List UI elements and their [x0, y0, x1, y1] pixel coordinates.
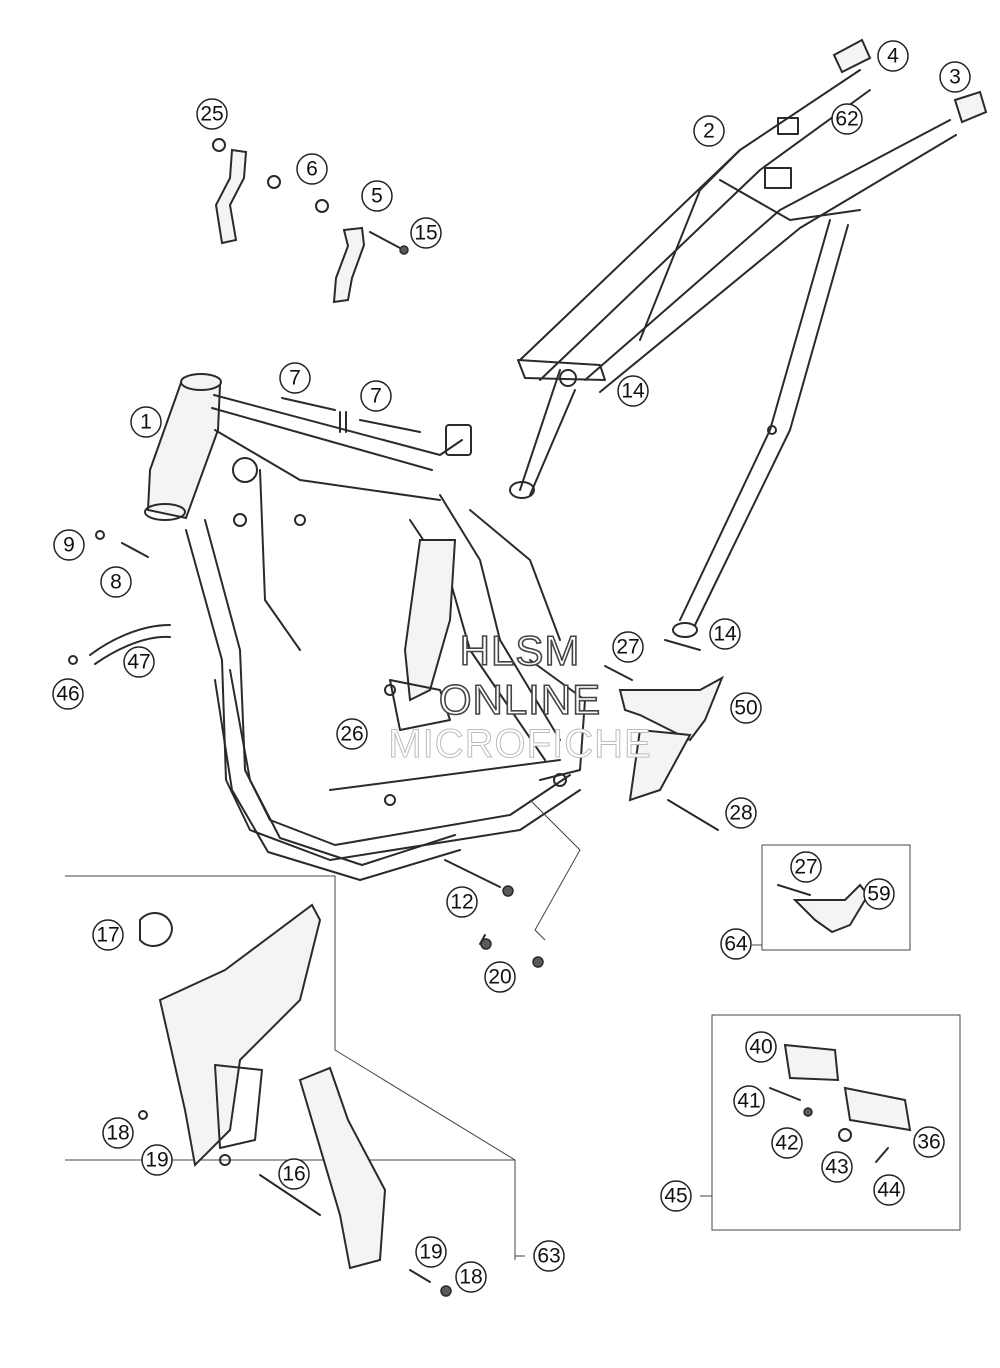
svg-text:7: 7	[289, 367, 301, 390]
svg-text:47: 47	[127, 651, 150, 674]
callout-7b: 7	[360, 380, 392, 412]
callout-36: 36	[913, 1126, 945, 1158]
callout-1: 1	[130, 406, 162, 438]
callout-42: 42	[771, 1127, 803, 1159]
svg-text:59: 59	[867, 883, 890, 906]
svg-text:40: 40	[749, 1036, 772, 1059]
top-bolts	[281, 397, 421, 433]
callout-19b: 19	[415, 1236, 447, 1268]
svg-text:43: 43	[825, 1156, 848, 1179]
callout-25: 25	[196, 98, 228, 130]
left-hardware	[68, 530, 171, 665]
bolts-12-20	[444, 859, 544, 968]
watermark-line-2: ONLINE	[438, 675, 602, 724]
main-frame	[144, 373, 586, 881]
callout-7a: 7	[279, 362, 311, 394]
watermark-line-1: HLSM	[459, 626, 581, 675]
inset-bracket-64	[777, 883, 870, 934]
callout-41: 41	[733, 1085, 765, 1117]
callout-45: 45	[660, 1180, 692, 1212]
svg-text:17: 17	[96, 924, 119, 947]
callout-26: 26	[336, 718, 368, 750]
callout-8: 8	[100, 566, 132, 598]
svg-text:25: 25	[200, 103, 223, 126]
svg-text:42: 42	[775, 1132, 798, 1155]
svg-text:45: 45	[664, 1185, 687, 1208]
callout-12: 12	[446, 886, 478, 918]
callout-28: 28	[725, 797, 757, 829]
svg-text:14: 14	[621, 380, 645, 403]
callout-27a: 27	[612, 631, 644, 663]
svg-text:18: 18	[459, 1266, 482, 1289]
svg-text:46: 46	[56, 683, 79, 706]
callout-5: 5	[361, 180, 393, 212]
callout-18a: 18	[102, 1117, 134, 1149]
callout-59: 59	[863, 878, 895, 910]
svg-text:14: 14	[713, 623, 737, 646]
callout-6: 6	[296, 153, 328, 185]
svg-text:7: 7	[370, 385, 382, 408]
svg-text:18: 18	[106, 1122, 129, 1145]
svg-text:2: 2	[703, 120, 715, 143]
callout-50: 50	[730, 692, 762, 724]
svg-text:6: 6	[306, 158, 318, 181]
callout-4: 4	[877, 40, 909, 72]
svg-text:19: 19	[145, 1149, 168, 1172]
svg-text:63: 63	[537, 1245, 560, 1268]
callout-44: 44	[873, 1174, 905, 1206]
svg-text:1: 1	[140, 411, 152, 434]
callout-16: 16	[278, 1158, 310, 1190]
callout-46: 46	[52, 678, 84, 710]
callout-19a: 19	[141, 1144, 173, 1176]
svg-text:27: 27	[616, 636, 639, 659]
engine-brackets	[212, 138, 409, 304]
buffer-parts	[777, 38, 988, 135]
svg-text:19: 19	[419, 1241, 442, 1264]
callout-3: 3	[939, 61, 971, 93]
svg-text:3: 3	[949, 66, 961, 89]
callout-20: 20	[484, 961, 516, 993]
callout-9: 9	[53, 529, 85, 561]
callout-18b: 18	[455, 1261, 487, 1293]
callout-63: 63	[533, 1240, 565, 1272]
svg-text:26: 26	[340, 723, 363, 746]
svg-text:41: 41	[737, 1090, 760, 1113]
svg-text:50: 50	[734, 697, 757, 720]
svg-text:44: 44	[877, 1179, 901, 1202]
callout-14b: 14	[709, 618, 741, 650]
svg-text:4: 4	[887, 45, 899, 68]
svg-text:15: 15	[414, 222, 437, 245]
svg-text:8: 8	[110, 571, 122, 594]
svg-text:64: 64	[724, 933, 748, 956]
svg-text:28: 28	[729, 802, 752, 825]
callout-47: 47	[123, 646, 155, 678]
callout-14a: 14	[617, 375, 649, 407]
svg-text:9: 9	[63, 534, 75, 557]
svg-text:12: 12	[450, 891, 473, 914]
callout-17: 17	[92, 919, 124, 951]
callout-15: 15	[410, 217, 442, 249]
svg-text:36: 36	[917, 1131, 940, 1154]
svg-text:27: 27	[794, 856, 817, 879]
svg-text:62: 62	[835, 108, 858, 131]
subframe	[509, 69, 957, 638]
callout-40: 40	[745, 1031, 777, 1063]
footrest-bracket	[604, 639, 724, 831]
callout-27b: 27	[790, 851, 822, 883]
callout-43: 43	[821, 1151, 853, 1183]
inset-footpegs	[769, 1043, 912, 1163]
svg-text:5: 5	[371, 185, 383, 208]
watermark-line-3: MICROFICHE	[388, 722, 652, 767]
callout-62: 62	[831, 103, 863, 135]
svg-text:16: 16	[282, 1163, 305, 1186]
svg-text:20: 20	[488, 966, 511, 989]
callout-64: 64	[720, 928, 752, 960]
callout-2: 2	[693, 115, 725, 147]
frame-guards	[138, 903, 452, 1297]
